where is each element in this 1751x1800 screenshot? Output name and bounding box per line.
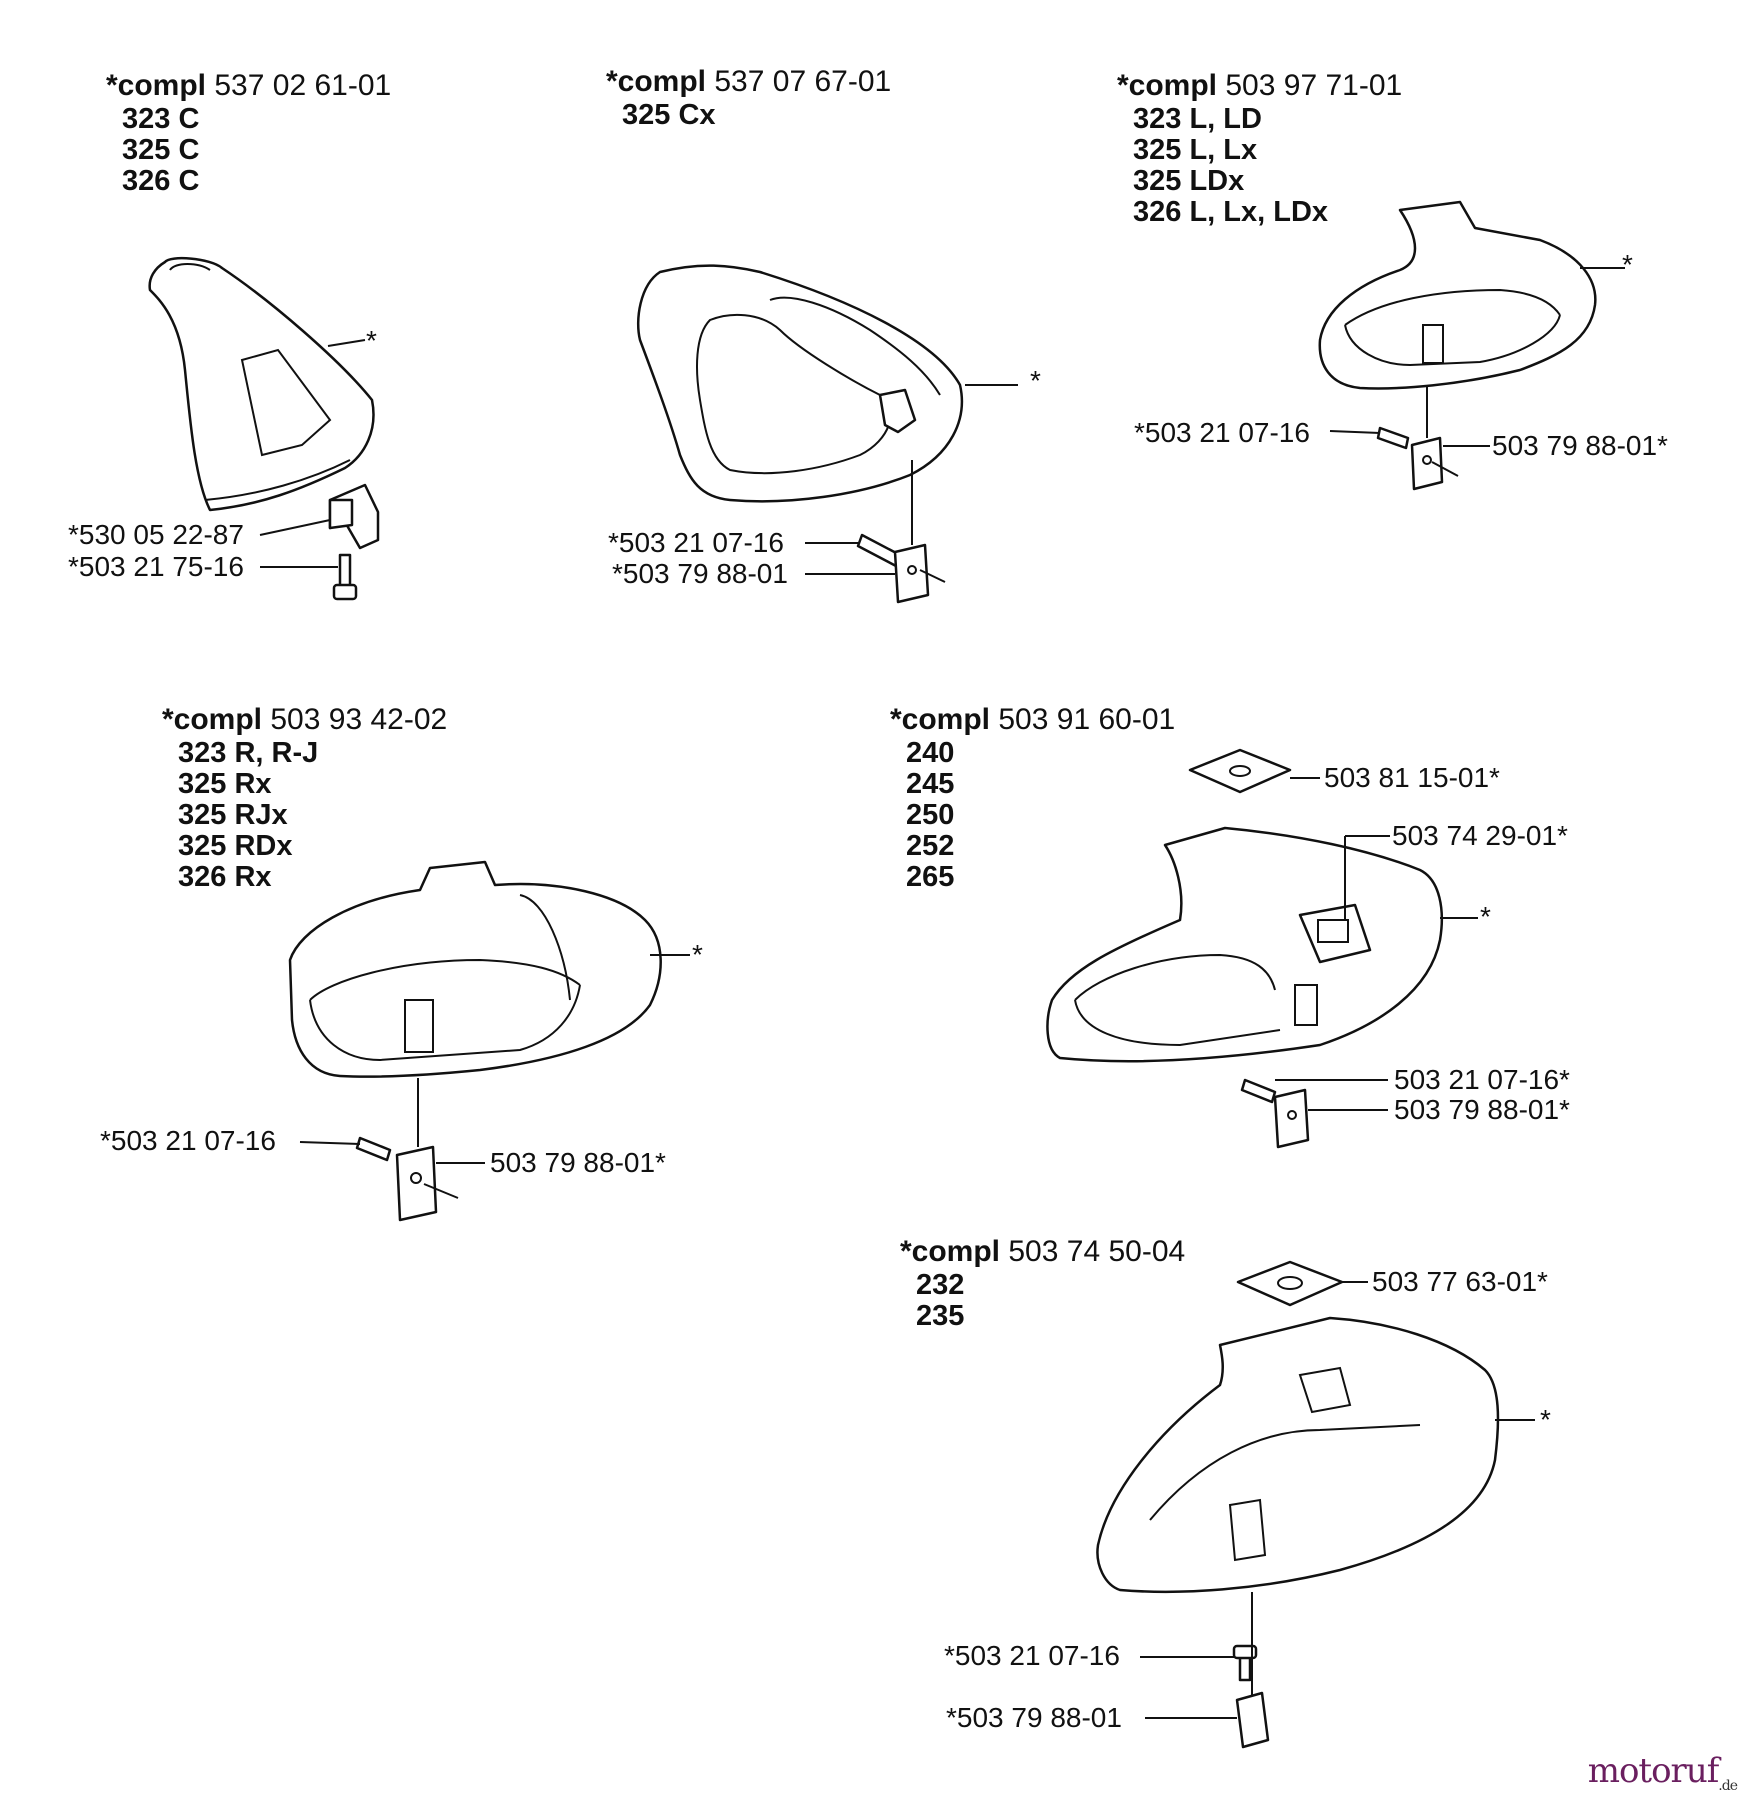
label-503-74-29-01 <box>1317 919 1349 943</box>
model-list: 232 235 <box>900 1270 1185 1332</box>
screw-503-21-07-16-g3 <box>1376 426 1410 450</box>
model-item: 326 C <box>122 165 200 197</box>
screw-503-21-07-16-g5 <box>1240 1078 1277 1104</box>
model-item: 325 RDx <box>178 830 293 862</box>
part-label: *530 05 22-87 <box>68 519 244 550</box>
model-item: 323 L, LD <box>1133 103 1262 135</box>
model-list: 323 C 325 C 326 C <box>106 104 391 197</box>
model-item: 325 L, Lx <box>1133 134 1258 166</box>
model-item: 265 <box>906 861 955 893</box>
part-label: *503 21 07-16 <box>100 1125 276 1156</box>
compl-heading: *compl 503 91 60-01 <box>890 703 1176 736</box>
model-item: 323 C <box>122 103 200 135</box>
plate-503-79-88-01-g2 <box>893 543 930 604</box>
compl-heading: *compl 537 07 67-01 <box>606 65 892 98</box>
model-item: 232 <box>916 1269 965 1301</box>
screw-503-21-07-16-g4 <box>355 1136 392 1162</box>
part-label: *503 21 07-16 <box>944 1640 1120 1671</box>
guard-503-97-71-01 <box>1318 200 1597 390</box>
plate-503-77-63-01 <box>1236 1260 1344 1307</box>
model-item: 325 Cx <box>622 99 716 131</box>
model-list: 325 Cx <box>606 100 891 131</box>
model-item: 235 <box>916 1300 965 1332</box>
part-label: * <box>692 939 703 970</box>
compl-heading: *compl 503 97 71-01 <box>1117 69 1403 102</box>
part-label: 503 79 88-01* <box>1394 1094 1570 1125</box>
model-item: 252 <box>906 830 955 862</box>
part-label: * <box>366 325 377 356</box>
group-537-02-61-01: *compl 537 02 61-01 323 C 325 C 326 C <box>106 70 391 197</box>
part-label: 503 79 88-01* <box>490 1147 666 1178</box>
part-label: * <box>1030 365 1041 396</box>
plate-503-79-88-01-g6 <box>1235 1691 1270 1749</box>
group-537-07-67-01: *compl 537 07 67-01 325 Cx <box>606 66 891 131</box>
part-label: *503 21 07-16 <box>1134 417 1310 448</box>
part-label: *503 79 88-01 <box>612 558 788 589</box>
part-label: * <box>1622 249 1633 280</box>
model-item: 325 RJx <box>178 799 288 831</box>
model-list: 240 245 250 252 265 <box>890 738 1175 893</box>
group-503-91-60-01: *compl 503 91 60-01 240 245 250 252 265 <box>890 704 1175 893</box>
screw-503-21-07-16-g6 <box>1232 1644 1258 1682</box>
model-item: 326 Rx <box>178 861 272 893</box>
screw-503-21-75-16 <box>332 553 358 601</box>
plate-503-79-88-01-g4 <box>395 1145 438 1222</box>
plate-503-79-88-01-g3 <box>1410 436 1444 491</box>
plate-503-79-88-01-g5 <box>1273 1088 1310 1149</box>
part-label: 503 74 29-01* <box>1392 820 1568 851</box>
plate-503-81-15-01 <box>1188 748 1292 794</box>
model-item: 240 <box>906 737 955 769</box>
compl-heading: *compl 503 93 42-02 <box>162 703 448 736</box>
model-item: 326 L, Lx, LDx <box>1133 196 1329 228</box>
model-item: 245 <box>906 768 955 800</box>
screw-503-21-07-16-g2 <box>856 533 902 568</box>
model-list: 323 L, LD 325 L, Lx 325 LDx 326 L, Lx, L… <box>1117 104 1402 228</box>
group-503-93-42-02: *compl 503 93 42-02 323 R, R-J 325 Rx 32… <box>162 704 447 893</box>
compl-heading: *compl 503 74 50-04 <box>900 1235 1186 1268</box>
model-item: 325 Rx <box>178 768 272 800</box>
part-label: * <box>1480 901 1491 932</box>
model-item: 323 R, R-J <box>178 737 319 769</box>
watermark-logo: motoruf.de <box>1587 1751 1738 1794</box>
guard-503-74-50-04 <box>1096 1316 1500 1594</box>
part-label: 503 81 15-01* <box>1324 762 1500 793</box>
group-503-74-50-04: *compl 503 74 50-04 232 235 <box>900 1236 1185 1332</box>
compl-heading: *compl 537 02 61-01 <box>106 69 392 102</box>
guard-537-07-67-01 <box>636 264 964 503</box>
model-item: 250 <box>906 799 955 831</box>
group-503-97-71-01: *compl 503 97 71-01 323 L, LD 325 L, Lx … <box>1117 70 1402 228</box>
part-label: 503 21 07-16* <box>1394 1064 1570 1095</box>
guard-503-93-42-02 <box>288 860 662 1078</box>
model-list: 323 R, R-J 325 Rx 325 RJx 325 RDx 326 Rx <box>162 738 447 893</box>
part-label: * <box>1540 1404 1551 1435</box>
model-item: 325 C <box>122 134 200 166</box>
part-label: 503 77 63-01* <box>1372 1266 1548 1297</box>
part-label: *503 21 75-16 <box>68 551 244 582</box>
guard-537-02-61-01 <box>148 256 375 512</box>
part-label: 503 79 88-01* <box>1492 430 1668 461</box>
part-label: *503 21 07-16 <box>608 527 784 558</box>
model-item: 325 LDx <box>1133 165 1245 197</box>
bracket-530-05-22-87 <box>328 483 380 550</box>
part-label: *503 79 88-01 <box>946 1702 1122 1733</box>
